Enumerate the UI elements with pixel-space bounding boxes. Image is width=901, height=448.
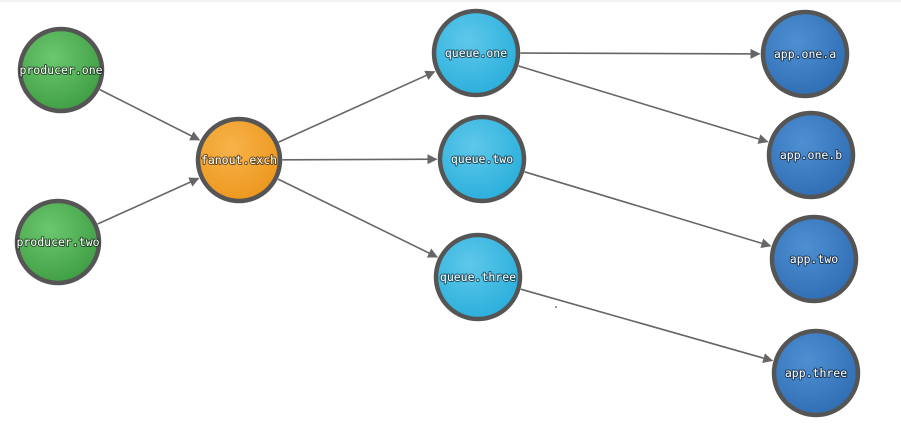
edges-layer: [97, 48, 774, 363]
node-label: fanout.exch: [201, 153, 277, 167]
node-app-two[interactable]: app.two: [769, 214, 859, 304]
node-circle[interactable]: [771, 328, 861, 418]
node-app-three[interactable]: app.three: [771, 328, 861, 418]
node-queue-two[interactable]: queue.two: [437, 114, 527, 204]
top-border: [0, 0, 901, 2]
edge-fanout-exch-to-queue-three: [277, 178, 438, 258]
nodes-layer: producer.one producer.two fanout.exch queue…: [14, 8, 861, 418]
node-fanout-exch[interactable]: fanout.exch: [195, 116, 283, 204]
stray-dot: [555, 306, 557, 308]
node-app-one-b[interactable]: app.one.b: [766, 110, 856, 200]
node-producer-one[interactable]: producer.one: [17, 26, 105, 114]
node-queue-three[interactable]: queue.three: [433, 232, 523, 322]
edge-producer-one-to-fanout-exch: [99, 88, 201, 141]
node-circle[interactable]: [437, 114, 527, 204]
node-label: app.one.a: [774, 47, 836, 61]
node-queue-one[interactable]: queue.one: [431, 8, 521, 98]
node-label: producer.two: [16, 235, 99, 249]
edge-producer-two-to-fanout-exch: [97, 177, 200, 225]
node-circle[interactable]: [766, 110, 856, 200]
node-label: queue.three: [440, 270, 516, 284]
node-app-one-a[interactable]: app.one.a: [760, 9, 850, 99]
node-label: app.three: [785, 366, 847, 380]
node-label: app.one.b: [780, 148, 842, 162]
node-circle[interactable]: [14, 198, 102, 286]
node-circle[interactable]: [433, 232, 523, 322]
node-producer-two[interactable]: producer.two: [14, 198, 102, 286]
edge-queue-three-to-app-three: [520, 288, 774, 363]
node-label: queue.two: [451, 152, 513, 166]
node-label: app.two: [790, 252, 839, 266]
node-label: producer.one: [19, 63, 102, 77]
edge-queue-one-to-app-one-a: [520, 48, 761, 59]
edge-queue-two-to-app-two: [524, 171, 772, 249]
edge-queue-one-to-app-one-b: [518, 65, 769, 144]
node-circle[interactable]: [431, 8, 521, 98]
node-circle[interactable]: [760, 9, 850, 99]
node-circle[interactable]: [17, 26, 105, 114]
node-circle[interactable]: [769, 214, 859, 304]
edge-fanout-exch-to-queue-two: [282, 154, 438, 165]
edge-fanout-exch-to-queue-one: [278, 70, 436, 143]
node-circle[interactable]: [195, 116, 283, 204]
node-label: queue.one: [445, 46, 507, 60]
